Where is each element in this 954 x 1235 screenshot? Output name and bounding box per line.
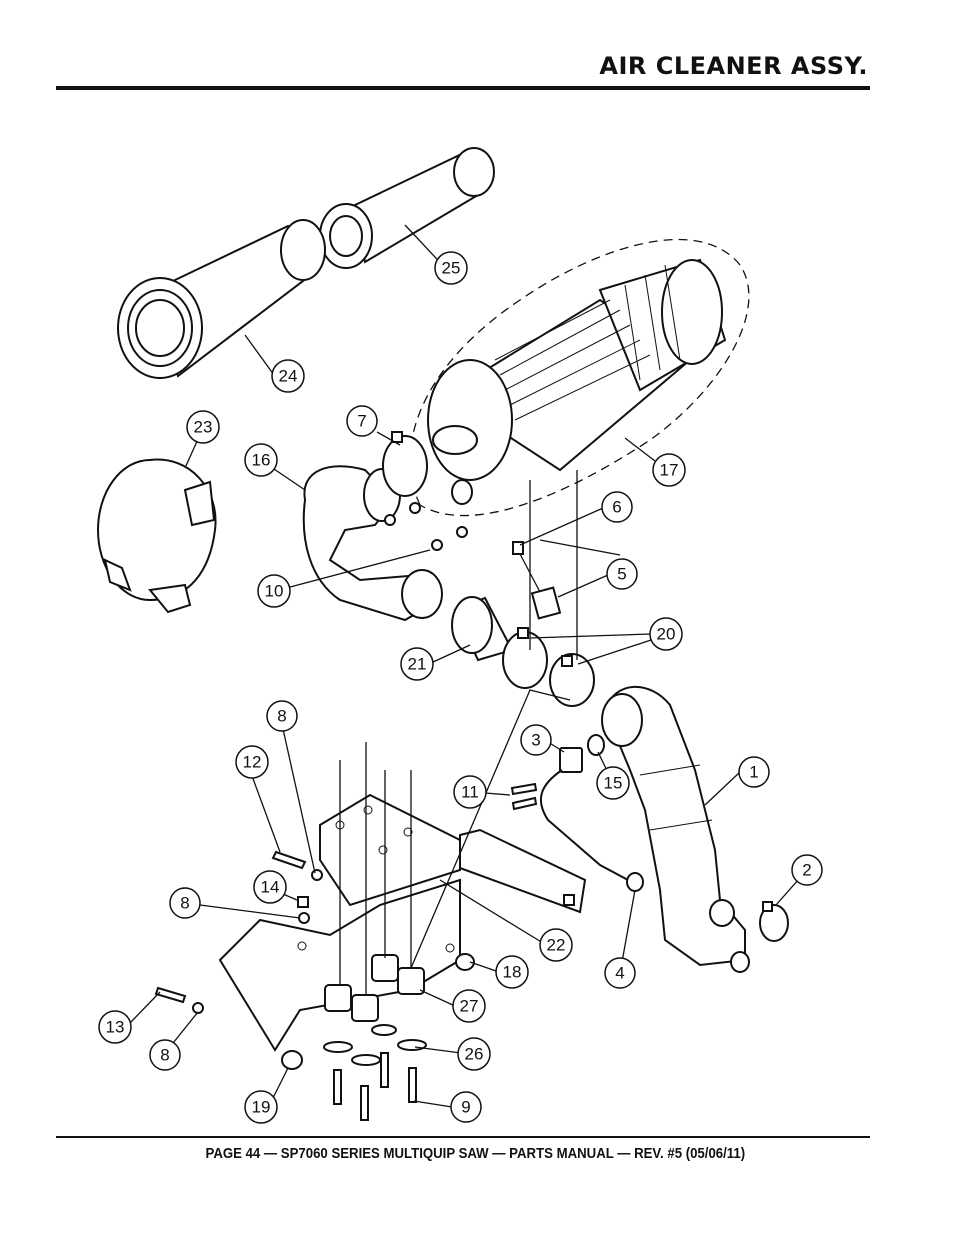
callout-15: 15 [596, 766, 630, 800]
callout-4: 4 [604, 957, 636, 989]
callout-10: 10 [257, 574, 291, 608]
svg-text:4: 4 [615, 964, 624, 983]
header-rule [56, 86, 870, 90]
svg-text:8: 8 [160, 1046, 169, 1065]
svg-text:8: 8 [180, 894, 189, 913]
callout-8: 8 [169, 887, 201, 919]
svg-text:17: 17 [660, 461, 679, 480]
svg-text:13: 13 [106, 1018, 125, 1037]
callout-16: 16 [244, 443, 278, 477]
callout-21: 21 [400, 647, 434, 681]
hose-clamps [502, 627, 595, 707]
svg-text:27: 27 [460, 997, 479, 1016]
callout-13: 13 [98, 1010, 132, 1044]
vacuum-tube-assembly [539, 734, 644, 892]
callout-20: 20 [649, 617, 683, 651]
callout-27: 27 [452, 989, 486, 1023]
callout-2: 2 [791, 854, 823, 886]
callout-22: 22 [539, 928, 573, 962]
svg-text:6: 6 [612, 498, 621, 517]
callout-7: 7 [346, 405, 378, 437]
svg-text:7: 7 [357, 412, 366, 431]
hardware [154, 502, 538, 1070]
vacuator-valve [512, 541, 562, 620]
svg-text:24: 24 [279, 367, 298, 386]
svg-text:26: 26 [465, 1045, 484, 1064]
callout-25: 25 [434, 251, 468, 285]
callout-26: 26 [457, 1037, 491, 1071]
svg-text:23: 23 [194, 418, 213, 437]
svg-text:12: 12 [243, 753, 262, 772]
svg-text:5: 5 [617, 565, 626, 584]
page-footer: PAGE 44 — SP7060 SERIES MULTIQUIP SAW — … [205, 1145, 746, 1162]
hose-clamp-housing [382, 431, 428, 497]
coupler-sleeve [451, 596, 514, 662]
svg-text:8: 8 [277, 707, 286, 726]
mounting-bracket [218, 793, 587, 1052]
footer-rule [56, 1136, 870, 1138]
svg-text:9: 9 [461, 1098, 470, 1117]
svg-text:3: 3 [531, 731, 540, 750]
hose-clamp-lower [759, 901, 789, 942]
svg-text:25: 25 [442, 259, 461, 278]
svg-text:14: 14 [261, 878, 280, 897]
safety-filter-element [319, 147, 495, 269]
callout-1: 1 [738, 756, 770, 788]
svg-text:21: 21 [408, 655, 427, 674]
callout-14: 14 [253, 870, 287, 904]
callout-5: 5 [606, 558, 638, 590]
callout-9: 9 [450, 1091, 482, 1123]
svg-text:16: 16 [252, 451, 271, 470]
svg-text:1: 1 [749, 763, 758, 782]
page-title: AIR CLEANER ASSY. [599, 52, 868, 80]
callout-18: 18 [495, 955, 529, 989]
svg-text:15: 15 [604, 774, 623, 793]
callout-11: 11 [453, 775, 487, 809]
air-cleaner-housing [409, 238, 750, 517]
intake-elbow [302, 465, 443, 622]
svg-text:18: 18 [503, 963, 522, 982]
callout-19: 19 [244, 1090, 278, 1124]
svg-text:22: 22 [547, 936, 566, 955]
primary-filter-element [117, 219, 326, 379]
callout-17: 17 [652, 453, 686, 487]
lower-intake-hose [601, 685, 750, 973]
svg-text:20: 20 [657, 625, 676, 644]
svg-text:11: 11 [461, 783, 479, 802]
svg-text:10: 10 [265, 582, 284, 601]
callout-12: 12 [235, 745, 269, 779]
callout-6: 6 [601, 491, 633, 523]
mounting-band [97, 458, 217, 614]
vibration-isolators [323, 954, 427, 1121]
svg-text:2: 2 [802, 861, 811, 880]
callout-24: 24 [271, 359, 305, 393]
callout-8: 8 [266, 700, 298, 732]
callout-23: 23 [186, 410, 220, 444]
callout-8: 8 [149, 1039, 181, 1071]
callout-3: 3 [520, 724, 552, 756]
svg-text:19: 19 [252, 1098, 271, 1117]
